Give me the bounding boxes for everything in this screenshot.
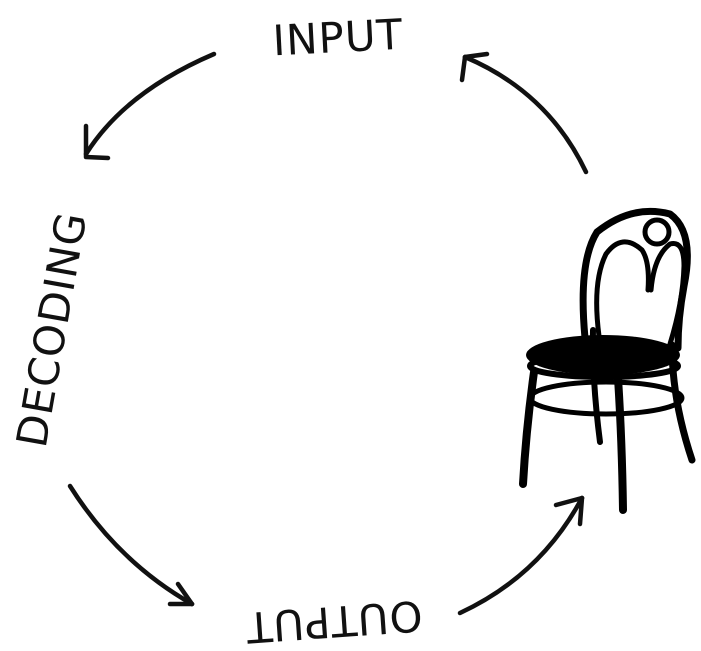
decoding-label: DECODING	[7, 208, 97, 451]
chair-icon	[519, 207, 696, 514]
output-label: OUTPUT	[244, 591, 424, 651]
arrow-decoding-to-output	[67, 483, 195, 607]
arrow-input-to-decoding	[83, 51, 217, 161]
input-label: INPUT	[272, 10, 405, 66]
arrow-output-to-chair	[457, 495, 585, 616]
arrow-chair-to-input	[459, 51, 589, 175]
